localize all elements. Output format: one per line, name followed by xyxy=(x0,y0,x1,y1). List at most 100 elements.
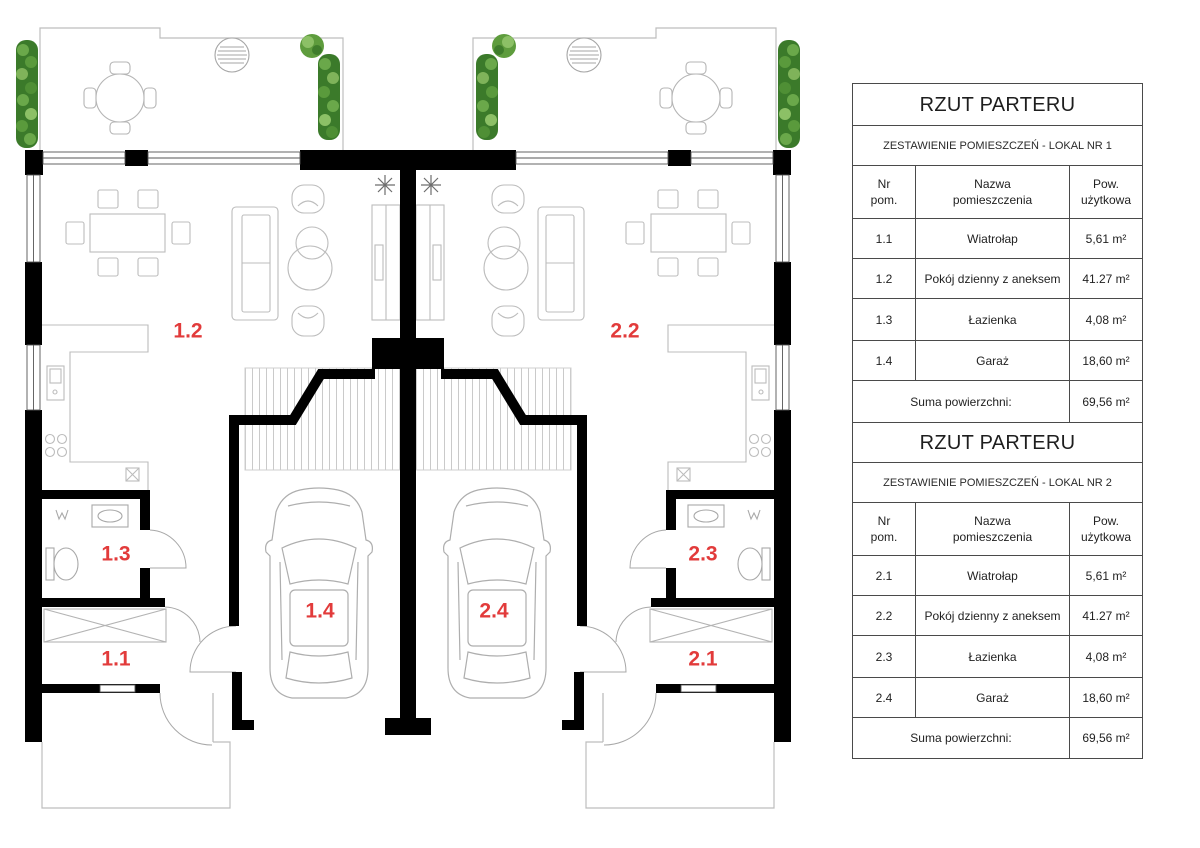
dining-chair xyxy=(171,221,191,245)
cell-name: Łazienka xyxy=(915,298,1070,341)
hedge-leaf xyxy=(327,72,339,84)
table-row: 1.1 Wiatrołap 5,61 m² xyxy=(852,218,1143,259)
garage-door xyxy=(189,625,237,673)
wardrobe xyxy=(43,608,167,643)
header-area-line-1: Pow. xyxy=(1092,514,1119,528)
window xyxy=(99,684,136,693)
toilet-bowl xyxy=(53,547,79,581)
header-area-line-1: Pow. xyxy=(1092,177,1119,191)
cell-area: 18,60 m² xyxy=(1069,677,1143,718)
header-nr-line-1: Nr xyxy=(877,177,891,191)
wall xyxy=(232,672,242,730)
entrance-door xyxy=(159,692,214,746)
porch-outline xyxy=(41,741,231,809)
table-header-row: Nr pom. Nazwa pomieszczenia Pow. użytkow… xyxy=(852,502,1143,556)
table-row: 2.4 Garaż 18,60 m² xyxy=(852,677,1143,718)
wardrobe-outline xyxy=(43,608,167,643)
hedge-left xyxy=(16,40,38,148)
table-row: 1.3 Łazienka 4,08 m² xyxy=(852,298,1143,341)
cell-nr: 2.3 xyxy=(852,635,916,678)
wall xyxy=(42,490,150,499)
table-row: 1.4 Garaż 18,60 m² xyxy=(852,340,1143,381)
terrace-chair xyxy=(109,121,131,135)
party-wall xyxy=(400,150,408,722)
room-label-2-4: 2.4 xyxy=(479,600,509,623)
dining-chair xyxy=(137,257,159,277)
rooms-table-unit-2: RZUT PARTERU ZESTAWIENIE POMIESZCZEŃ - L… xyxy=(852,422,1143,759)
sink xyxy=(46,365,65,401)
cell-name: Wiatrołap xyxy=(915,218,1070,259)
cell-name: Wiatrołap xyxy=(915,555,1070,596)
table-subtitle: ZESTAWIENIE POMIESZCZEŃ - LOKAL NR 2 xyxy=(852,462,1143,503)
cell-nr: 2.4 xyxy=(852,677,916,718)
fridge-icon xyxy=(125,467,140,482)
rooms-table-unit-1: RZUT PARTERU ZESTAWIENIE POMIESZCZEŃ - L… xyxy=(852,83,1143,423)
grill-grate xyxy=(217,46,247,64)
cooktop-burner xyxy=(44,433,56,445)
toilet-tank xyxy=(45,547,55,581)
header-name-line-2: pomieszczenia xyxy=(952,530,1033,544)
unit-2-plan-graphics xyxy=(408,28,800,808)
coffee-table xyxy=(295,226,329,260)
cell-area: 4,08 m² xyxy=(1069,635,1143,678)
dining-chair xyxy=(97,189,119,209)
table-row: 2.2 Pokój dzienny z aneksem 41.27 m² xyxy=(852,595,1143,636)
wall xyxy=(25,684,160,693)
cell-nr: 1.4 xyxy=(852,340,916,381)
hedge-leaf xyxy=(17,44,29,56)
hedge-leaf xyxy=(319,58,331,70)
header-area-line-2: użytkowa xyxy=(1080,530,1132,544)
table-sum-row: Suma powierzchni: 69,56 m² xyxy=(852,380,1143,423)
door-swings xyxy=(149,529,237,746)
table-subtitle: ZESTAWIENIE POMIESZCZEŃ - LOKAL NR 1 xyxy=(852,125,1143,166)
party-wall-base xyxy=(385,718,408,735)
car-rear-window xyxy=(285,651,353,684)
car-roof xyxy=(289,589,349,647)
hedge-leaf xyxy=(319,114,331,126)
table-title-row: RZUT PARTERU xyxy=(852,83,1143,126)
hedge-leaf xyxy=(312,45,322,55)
tv-cabinet-shelf xyxy=(374,244,384,281)
header-area-line-2: użytkowa xyxy=(1080,193,1132,207)
unit-1-plan-graphics xyxy=(16,27,408,809)
terrace-chair xyxy=(143,87,157,109)
hedge-leaf xyxy=(327,100,339,112)
hedge-leaf xyxy=(16,120,28,132)
hedge-leaf xyxy=(17,94,29,106)
car-icon xyxy=(265,487,373,699)
car-hood xyxy=(287,501,351,507)
cell-area: 5,61 m² xyxy=(1069,555,1143,596)
sum-value: 69,56 m² xyxy=(1069,380,1143,423)
header-nr-line-2: pom. xyxy=(870,530,898,544)
table-sum-row: Suma powierzchni: 69,56 m² xyxy=(852,717,1143,759)
cell-area: 18,60 m² xyxy=(1069,340,1143,381)
washbasin-bowl xyxy=(97,509,123,523)
table-title: RZUT PARTERU xyxy=(852,83,1143,126)
hedge-leaf xyxy=(318,86,330,98)
sum-label: Suma powierzchni: xyxy=(852,717,1070,759)
header-name-line-1: Nazwa xyxy=(974,514,1011,528)
fridge-cross xyxy=(125,467,140,482)
cell-area: 5,61 m² xyxy=(1069,218,1143,259)
wall xyxy=(140,490,150,530)
kitchen xyxy=(42,324,149,490)
hedge-leaf xyxy=(302,36,314,48)
cooktop-burner xyxy=(56,446,68,458)
cell-nr: 2.2 xyxy=(852,595,916,636)
wall xyxy=(232,720,254,730)
wall xyxy=(42,598,165,607)
room-labels: 1.2 2.2 1.3 2.3 1.4 2.4 1.1 2.1 xyxy=(101,320,718,671)
cell-area: 4,08 m² xyxy=(1069,298,1143,341)
wall xyxy=(125,150,148,166)
header-name-line-1: Nazwa xyxy=(974,177,1011,191)
cell-name: Pokój dzienny z aneksem xyxy=(915,595,1070,636)
wall xyxy=(25,150,43,175)
kitchen-counter xyxy=(42,324,149,490)
lounge-set xyxy=(231,184,401,337)
armchair xyxy=(291,184,325,214)
header-name: Nazwa pomieszczenia xyxy=(915,502,1070,556)
cell-nr: 1.2 xyxy=(852,258,916,299)
table-row: 1.2 Pokój dzienny z aneksem 41.27 m² xyxy=(852,258,1143,299)
header-name-line-2: pomieszczenia xyxy=(952,193,1033,207)
table-title-row: RZUT PARTERU xyxy=(852,422,1143,463)
